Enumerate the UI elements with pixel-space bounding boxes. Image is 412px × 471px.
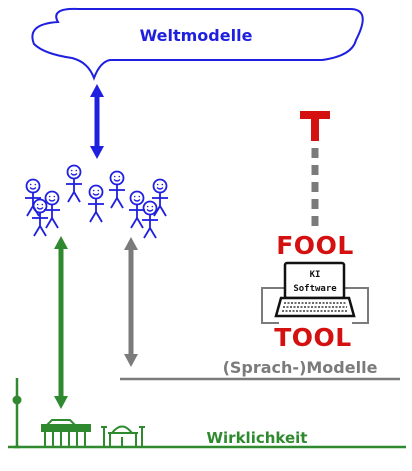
stick-figure-icon [152, 178, 168, 217]
laptop-icon: KI Software [274, 261, 356, 318]
tool-label: TOOL [274, 323, 352, 352]
stick-figure-icon [142, 200, 158, 239]
world-models-bubble: Weltmodelle [31, 7, 364, 81]
stick-figure-icon [44, 190, 60, 229]
stick-figure-icon [88, 184, 104, 223]
fool-label: FOOL [276, 231, 354, 260]
brandenburg-gate-icon [41, 419, 91, 447]
stick-figure-icon [109, 170, 125, 209]
language-models-label: (Sprach-)Modelle [223, 358, 378, 377]
reality-label: Wirklichkeit [207, 429, 308, 447]
laptop-line-1: KI [310, 270, 321, 280]
people-group [25, 164, 168, 239]
reichstag-icon [101, 425, 145, 447]
world-models-label: Weltmodelle [140, 26, 253, 45]
blue-double-arrow [90, 84, 104, 159]
gray-double-arrow [124, 237, 138, 367]
tv-tower-icon [12, 378, 22, 449]
stick-figure-icon [129, 190, 145, 229]
stick-figure-icon [25, 178, 41, 217]
t-marker-icon [300, 111, 330, 141]
laptop-line-2: Software [293, 284, 337, 294]
stick-figure-icon [66, 164, 82, 203]
bubble-outline [31, 7, 364, 81]
stick-figure-icon [32, 198, 48, 237]
green-double-arrow [54, 236, 68, 409]
